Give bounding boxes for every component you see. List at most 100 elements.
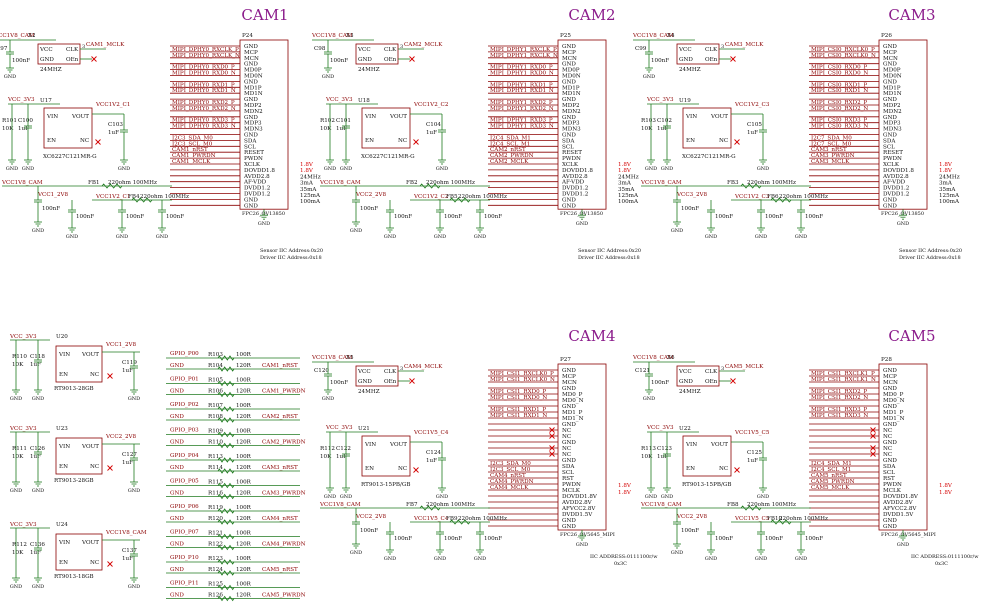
ferrite-value: 220ohm 100MHz [426,180,475,186]
signal-net: MIPI_CSI0_RXCLK0_N [811,53,876,59]
signal-net: I2C3_SDA_M0 [490,461,531,467]
iic-note: Sensor IIC Address:0x20 [260,248,323,254]
connector-pin: AF-VDD [561,180,585,186]
connector-pin: MDN2 [244,109,263,115]
resistor-value: 10K [12,362,24,368]
cap-ref: C102 [657,118,672,124]
ferrite-value: 220ohm 100MHz [458,194,507,200]
signal-net: I2C3_SCL_M0 [172,141,213,147]
resistor-value: 120R [236,363,252,369]
ferrite-ref: FB1 [88,180,100,186]
vout-pin: VOUT [389,442,407,448]
cam-control-net: CAM5_nRST [262,567,298,573]
vcc-3v3-label: VCC_3V3 [9,334,37,340]
resistor-ref: R105 [208,378,223,384]
vcc-net: VCC1V2_C3 [734,194,770,200]
vout-pin: VOUT [81,444,99,450]
connector-pin: AFVCC2.8V [882,506,917,512]
supply-value: 3mA [939,181,953,187]
cap-value: 100nF [42,206,60,212]
connector-pin: AVDD2.8V [561,500,593,506]
cam-control-net: CAM3_nRST [262,465,298,471]
connector-pin: MD1_P [562,410,583,416]
resistor-value: 120R [236,542,252,548]
ground-label: GND [755,234,767,240]
supply-value: 125mA [618,193,639,199]
connector-pin: GND [883,422,897,428]
connector-ref: P27 [560,357,571,363]
cap-ref: C123 [657,446,672,452]
connector-pin: GND [562,97,576,103]
cap-ref: C105 [747,122,762,128]
resistor-ref: R124 [208,567,223,573]
connector-pin: RESET [883,150,903,156]
resistor-ref: R123 [208,556,223,562]
supply-value: 100mA [939,199,960,205]
resistor [419,183,441,189]
no-connect-mark [870,427,876,433]
vcc-net: VCC1V2_C1 [95,194,130,200]
nc-pin: NC [90,372,99,378]
resistor-ref: R120 [208,516,223,522]
mclk-net: CAM5_MCLK [725,364,764,370]
no-connect-mark [870,445,876,451]
signal-net: CAM3_PWRDN [811,153,855,159]
ground-label: GND [156,234,168,240]
no-connect-mark [870,433,876,439]
cap-value: 100nF [330,380,348,386]
vcc-pin: VCC [39,47,53,53]
connector-pin: MD0_N [883,398,905,404]
cap-value: 1uF [426,458,437,464]
connector-pin: MCN [883,56,898,62]
connector-pin: GND [562,458,576,464]
iic-note: IIC ADDRESS:0111100r/w [911,554,979,560]
cam-control-net: CAM2_PWRDN [262,440,306,446]
connector-pin: SCL [244,144,256,150]
ferrite-value: 220ohm 100MHz [108,180,157,186]
ferrite-ref: FB3 [727,180,739,186]
vcc1v8-cam-label: VCC1V8_CAM [319,180,361,186]
gnd-net: GND [170,567,184,573]
signal-net: MIPI_CSI1_RXD3_N [811,413,868,419]
resistor [770,197,792,203]
connector-pin: NC [562,446,571,452]
resistor-value: 120R [236,440,252,446]
resistor [217,355,235,361]
connector-pin: MCP [562,374,576,380]
ground-label: GND [128,488,140,494]
connector-pin: MDN3 [244,127,263,133]
connector-part: FPC26_OV5645_MIPI [881,532,936,538]
cap-value: 100nF [166,214,184,220]
crystal-freq: 24MHZ [679,389,701,395]
cap-value: 1uF [657,454,668,460]
en-pin: EN [686,138,695,144]
no-connect-mark [730,378,736,384]
connector-pin: SCL [562,470,574,476]
connector-pin: GND [562,386,576,392]
connector-pin: GND [244,97,258,103]
connector-ref: P28 [881,357,892,363]
vcc-3v3-label: VCC_3V3 [325,425,353,431]
cap-value: 1uF [30,454,41,460]
connector-pin: XCLK [883,162,900,168]
supply-value: 35mA [939,187,956,193]
no-connect-mark [107,465,113,471]
connector-pin: GND [562,368,576,374]
connector-pin: DVDD1.2 [562,186,589,192]
resistor-value: 10K [2,126,14,132]
ground-label: GND [474,234,486,240]
resistor [770,519,792,525]
resistor-ref: R111 [12,446,27,452]
resistor [449,197,471,203]
signal-net: CAM5_MCLK [811,485,850,491]
vout-pin: VOUT [71,114,89,120]
nc-pin: NC [80,138,89,144]
vcc-net: VCC1V2_C2 [413,194,449,200]
supply-value: 1.8V [618,168,632,174]
connector-part: FPC26_OV13850 [560,211,603,217]
ground-label: GND [705,234,717,240]
signal-net: MIPI_DPHY1_RXD1_N [490,88,554,94]
connector-pin: GND [883,197,897,203]
signal-net: CAM2_PWRDN [490,153,534,159]
connector-pin: MCLK [883,488,902,494]
